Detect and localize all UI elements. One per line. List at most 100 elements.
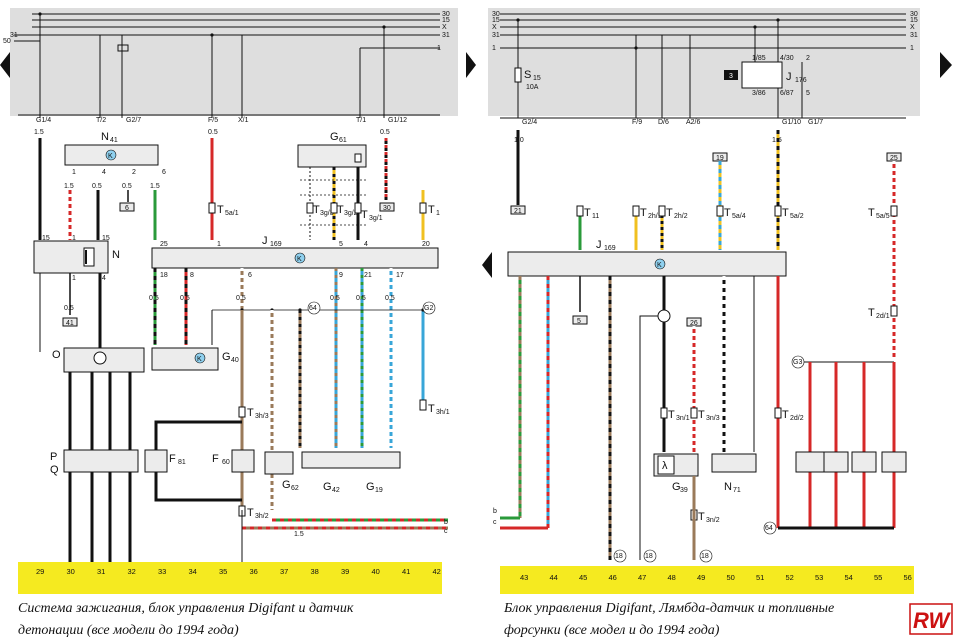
prev-page-arrow[interactable] bbox=[0, 52, 10, 78]
svg-text:0.5: 0.5 bbox=[180, 295, 190, 302]
right-power-bus-band bbox=[488, 8, 920, 116]
svg-text:G: G bbox=[282, 479, 291, 491]
wire-size: 0.5 bbox=[92, 183, 102, 190]
j169-control-unit-right bbox=[507, 251, 787, 277]
svg-text:T: T bbox=[584, 207, 591, 219]
svg-text:G1/7: G1/7 bbox=[808, 119, 823, 126]
prev-page-arrow-right[interactable] bbox=[482, 252, 492, 278]
f60-switch bbox=[231, 449, 255, 473]
svg-text:G2: G2 bbox=[424, 305, 433, 312]
svg-text:c: c bbox=[444, 528, 448, 535]
svg-text:5a/1: 5a/1 bbox=[225, 210, 239, 217]
g61-component bbox=[297, 144, 367, 168]
svg-text:169: 169 bbox=[270, 241, 282, 248]
svg-text:T: T bbox=[782, 409, 789, 421]
svg-text:6: 6 bbox=[248, 272, 252, 279]
rw-logo: RW bbox=[909, 603, 953, 635]
bus-label: 31 bbox=[10, 32, 18, 39]
svg-text:K: K bbox=[657, 262, 662, 269]
svg-text:169: 169 bbox=[604, 245, 616, 252]
svg-text:Q: Q bbox=[50, 464, 59, 476]
g42-g19-sensor bbox=[301, 451, 401, 469]
footer-number: 39 bbox=[341, 567, 349, 576]
svg-text:T: T bbox=[668, 409, 675, 421]
footer-number: 34 bbox=[189, 567, 197, 576]
svg-text:2: 2 bbox=[806, 55, 810, 62]
svg-text:81: 81 bbox=[178, 459, 186, 466]
svg-text:3g/3: 3g/3 bbox=[320, 210, 334, 217]
svg-text:T: T bbox=[313, 204, 320, 216]
g62-sensor bbox=[264, 451, 294, 475]
svg-text:T: T bbox=[247, 507, 254, 519]
svg-text:RW: RW bbox=[913, 608, 951, 633]
svg-text:39: 39 bbox=[680, 487, 688, 494]
right-caption-line1: Блок управления Digifant, Лямбда-датчик … bbox=[503, 601, 834, 616]
svg-text:6: 6 bbox=[162, 169, 166, 176]
pin-label: F/5 bbox=[208, 117, 218, 124]
svg-text:18: 18 bbox=[160, 272, 168, 279]
pq-spark-plugs bbox=[63, 449, 139, 473]
svg-text:9: 9 bbox=[339, 272, 343, 279]
svg-text:2d/1: 2d/1 bbox=[876, 313, 890, 320]
svg-text:4: 4 bbox=[364, 241, 368, 248]
pin-label: X/1 bbox=[238, 117, 249, 124]
footer-number: 43 bbox=[520, 573, 528, 582]
svg-text:1.5: 1.5 bbox=[294, 531, 304, 538]
svg-text:5: 5 bbox=[577, 318, 581, 325]
svg-text:11: 11 bbox=[592, 213, 599, 220]
svg-text:3: 3 bbox=[729, 73, 733, 80]
pin-label: G1/12 bbox=[388, 117, 407, 124]
svg-text:0.5: 0.5 bbox=[356, 295, 366, 302]
svg-text:1: 1 bbox=[72, 169, 76, 176]
svg-text:X: X bbox=[492, 24, 497, 31]
footer-number: 41 bbox=[402, 567, 410, 576]
svg-text:42: 42 bbox=[332, 487, 340, 494]
svg-text:3n/3: 3n/3 bbox=[706, 415, 720, 422]
svg-text:T: T bbox=[428, 204, 435, 216]
svg-text:λ: λ bbox=[662, 460, 668, 472]
svg-text:5: 5 bbox=[339, 241, 343, 248]
svg-text:G: G bbox=[330, 131, 339, 143]
svg-text:3g/1: 3g/1 bbox=[369, 215, 383, 222]
next-page-arrow[interactable] bbox=[940, 52, 952, 78]
svg-text:25: 25 bbox=[890, 155, 898, 162]
svg-text:19: 19 bbox=[716, 155, 724, 162]
svg-text:T: T bbox=[337, 204, 344, 216]
footer-number: 36 bbox=[250, 567, 258, 576]
svg-text:T: T bbox=[868, 307, 875, 319]
svg-text:71: 71 bbox=[733, 487, 741, 494]
footer-number: 54 bbox=[845, 573, 853, 582]
svg-text:1: 1 bbox=[72, 235, 76, 242]
svg-text:0.5: 0.5 bbox=[149, 295, 159, 302]
svg-text:1: 1 bbox=[72, 275, 76, 282]
svg-text:J: J bbox=[786, 71, 792, 83]
wire-size: 1.5 bbox=[64, 183, 74, 190]
footer-number: 45 bbox=[579, 573, 587, 582]
svg-text:T: T bbox=[782, 207, 789, 219]
svg-text:5: 5 bbox=[806, 90, 810, 97]
svg-text:3h/1: 3h/1 bbox=[436, 409, 450, 416]
footer-number: 49 bbox=[697, 573, 705, 582]
svg-text:c: c bbox=[493, 519, 497, 526]
next-page-arrow-left[interactable] bbox=[466, 52, 476, 78]
svg-text:18: 18 bbox=[645, 553, 653, 560]
svg-text:J: J bbox=[262, 235, 268, 247]
svg-text:K: K bbox=[108, 153, 113, 160]
footer-number: 37 bbox=[280, 567, 288, 576]
s15-fuse-label: S bbox=[524, 69, 531, 81]
g40-hall-sender bbox=[151, 347, 219, 371]
svg-text:T: T bbox=[868, 207, 875, 219]
svg-text:1: 1 bbox=[492, 45, 496, 52]
left-footer-band bbox=[18, 562, 442, 594]
svg-text:G: G bbox=[323, 481, 332, 493]
svg-text:T: T bbox=[640, 207, 647, 219]
bus-label: 50 bbox=[3, 38, 11, 45]
bus-label: 30 bbox=[442, 11, 450, 18]
svg-text:5a/2: 5a/2 bbox=[790, 213, 804, 220]
svg-text:18: 18 bbox=[701, 553, 709, 560]
svg-text:T: T bbox=[217, 204, 224, 216]
svg-text:2: 2 bbox=[132, 169, 136, 176]
svg-text:15: 15 bbox=[492, 17, 500, 24]
